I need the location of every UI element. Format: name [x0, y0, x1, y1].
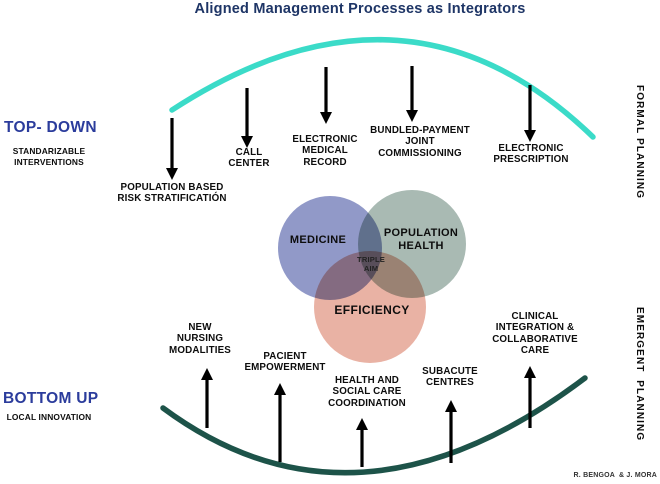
label-electronic-prescription: ELECTRONIC PRESCRIPTION: [493, 143, 569, 166]
venn-circle-efficiency: [314, 251, 426, 363]
venn-label-medicine: MEDICINE: [289, 234, 347, 246]
emergent-planning-label: EMERGENT PLANNING: [634, 307, 645, 442]
top-down-subheading: STANDARIZABLE INTERVENTIONS: [12, 146, 86, 167]
arrow-up-health-social-care: [356, 418, 368, 467]
bottom-up-subheading: LOCAL INNOVATION: [6, 412, 92, 422]
label-pacient-empowerment: PACIENT EMPOWERMENT: [244, 351, 326, 374]
arrow-down-population-based: [166, 118, 178, 180]
label-population-based-risk-stratification: POPULATION BASED RISK STRATIFICATIÓN: [117, 182, 227, 205]
bottom-up-heading: BOTTOM UP: [3, 390, 99, 407]
top-down-heading: TOP- DOWN: [4, 119, 97, 136]
arrow-down-electronic-prescription: [524, 85, 536, 142]
top-down-arrows: [166, 66, 536, 180]
bottom-up-arrows: [201, 366, 536, 467]
arrow-up-subacute-centres: [445, 400, 457, 463]
emergent-planning-arc: [160, 375, 588, 476]
label-health-social-care-coordination: HEALTH AND SOCIAL CARE COORDINATION: [328, 375, 406, 409]
label-bundled-payment-joint-commissioning: BUNDLED-PAYMENT JOINT COMMISSIONING: [370, 125, 470, 159]
arrow-down-electronic-medical-record: [320, 67, 332, 124]
arrow-down-call-center: [241, 88, 253, 148]
venn-diagram: [278, 190, 466, 363]
label-new-nursing-modalities: NEW NURSING MODALITIES: [169, 322, 231, 356]
arrow-up-new-nursing: [201, 368, 213, 428]
label-subacute-centres: SUBACUTE CENTRES: [422, 366, 478, 389]
formal-planning-label: FORMAL PLANNING: [634, 85, 645, 200]
label-call-center: CALL CENTER: [228, 147, 270, 170]
authors-credit: R. BENGOA & J. MORA: [573, 472, 657, 479]
page-title: Aligned Management Processes as Integrat…: [194, 1, 526, 17]
venn-label-triple-aim: TRIPLE AIM: [357, 255, 385, 274]
arrow-down-bundled-payment: [406, 66, 418, 122]
venn-label-population-health: POPULATION HEALTH: [383, 227, 459, 252]
arrow-up-clinical-integration: [524, 366, 536, 428]
label-clinical-integration-collaborative-care: CLINICAL INTEGRATION & COLLABORATIVE CAR…: [492, 311, 578, 357]
venn-label-efficiency: EFFICIENCY: [334, 303, 410, 317]
arrow-up-pacient-empowerment: [274, 383, 286, 462]
formal-planning-arc: [169, 37, 596, 140]
label-electronic-medical-record: ELECTRONIC MEDICAL RECORD: [292, 134, 358, 168]
